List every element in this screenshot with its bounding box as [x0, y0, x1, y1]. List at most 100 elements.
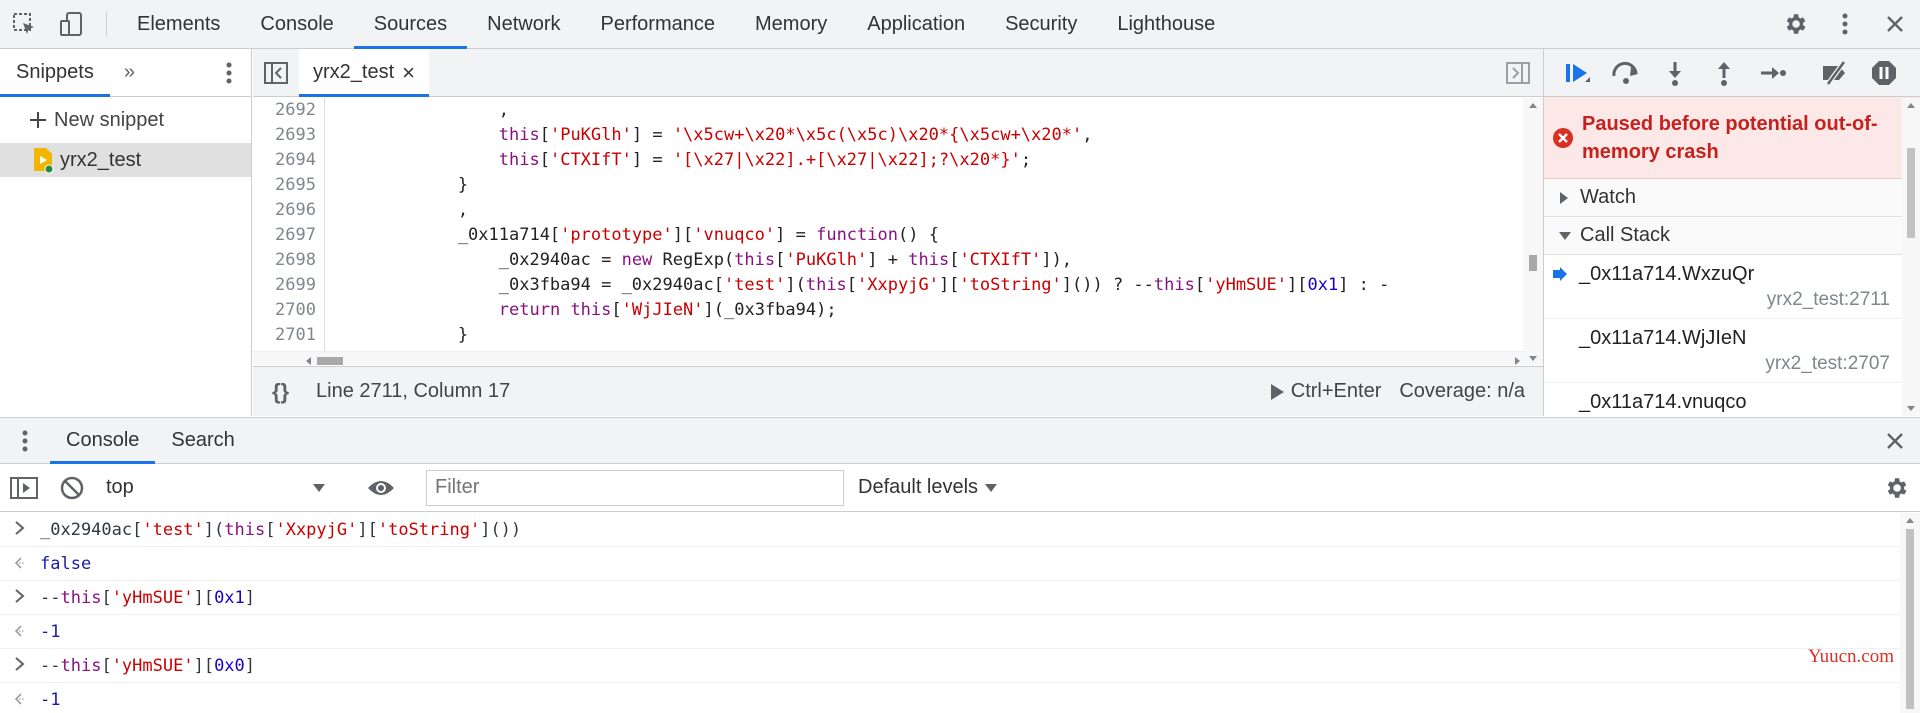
toggle-debugger-icon[interactable]: [1493, 49, 1543, 96]
deactivate-breakpoints-icon[interactable]: [1810, 60, 1859, 85]
line-number[interactable]: 2702: [253, 348, 325, 351]
paused-message: Paused before potential out-of-memory cr…: [1582, 112, 1878, 163]
line-number[interactable]: 2694: [253, 148, 325, 173]
editor-file-tab[interactable]: yrx2_test ×: [299, 49, 430, 97]
code-line[interactable]: 2702: [253, 348, 1543, 351]
code-line[interactable]: 2695 }: [253, 173, 1543, 198]
console-input-line[interactable]: --this['yHmSUE'][0x1]: [0, 581, 1900, 615]
new-snippet-button[interactable]: New snippet: [0, 97, 251, 143]
tab-snippets[interactable]: Snippets: [0, 49, 110, 97]
tab-network[interactable]: Network: [487, 12, 561, 35]
line-number[interactable]: 2701: [253, 323, 325, 348]
step-into-icon[interactable]: [1650, 60, 1699, 86]
drawer-tab-search[interactable]: Search: [171, 429, 235, 451]
code-line[interactable]: 2699 _0x3fba94 = _0x2940ac['test'](this[…: [253, 273, 1543, 298]
toolbar-divider: [106, 12, 107, 36]
line-number[interactable]: 2695: [253, 173, 325, 198]
navigator-menu-icon[interactable]: [225, 49, 251, 96]
close-tab-icon[interactable]: ×: [402, 59, 416, 85]
console-filter-input[interactable]: [426, 469, 844, 506]
devtools-tab-bar: Elements Console Sources Network Performance…: [0, 0, 1920, 49]
console-messages[interactable]: _0x2940ac['test'](this['XxpyjG']['toStri…: [0, 513, 1900, 713]
code-line[interactable]: 2700 return this['WjJIeN'](_0x3fba94);: [253, 298, 1543, 323]
code-lines[interactable]: 2692 ,2693 this['PuKGlh'] = '\x5cw+\x20*…: [253, 98, 1543, 351]
frame-function-name: _0x11a714.WjJIeN: [1579, 327, 1747, 349]
code-line[interactable]: 2694 this['CTXIfT'] = '[\x27|\x22].+[\x2…: [253, 148, 1543, 173]
tab-console[interactable]: Console: [260, 12, 334, 35]
code-line[interactable]: 2698 _0x2940ac = new RegExp(this['PuKGlh…: [253, 248, 1543, 273]
code-line[interactable]: 2692 ,: [253, 98, 1543, 123]
console-result-line[interactable]: -1: [0, 683, 1900, 713]
editor-vertical-scrollbar[interactable]: [1523, 98, 1543, 365]
prompt-chevron-icon: [0, 520, 40, 539]
console-text: -1: [40, 689, 61, 710]
line-number[interactable]: 2700: [253, 298, 325, 323]
tab-sources[interactable]: Sources: [353, 0, 468, 49]
console-result-line[interactable]: false: [0, 547, 1900, 581]
console-scrollbar[interactable]: [1900, 513, 1920, 713]
line-number[interactable]: 2692: [253, 98, 325, 123]
error-icon: [1553, 127, 1573, 148]
call-stack-pane-header[interactable]: Call Stack: [1544, 217, 1920, 255]
line-number[interactable]: 2696: [253, 198, 325, 223]
device-toolbar-icon[interactable]: [48, 0, 96, 48]
console-input-line[interactable]: --this['yHmSUE'][0x0]: [0, 649, 1900, 683]
tab-memory[interactable]: Memory: [755, 12, 828, 35]
line-number[interactable]: 2698: [253, 248, 325, 273]
clear-console-icon[interactable]: [48, 475, 96, 501]
chevron-down-icon: [1559, 231, 1571, 240]
toggle-navigator-icon[interactable]: [253, 49, 299, 96]
show-console-sidebar-icon[interactable]: [0, 476, 48, 500]
console-settings-gear-icon[interactable]: [1872, 475, 1920, 501]
close-drawer-icon[interactable]: [1870, 418, 1920, 463]
frame-function-name: _0x11a714.vnuqco: [1579, 391, 1747, 413]
drawer-tab-console[interactable]: Console: [50, 418, 156, 464]
code-line[interactable]: 2701 }: [253, 323, 1543, 348]
watch-pane-header[interactable]: Watch: [1544, 179, 1920, 217]
call-frame[interactable]: _0x11a714.vnuqco: [1544, 383, 1920, 416]
editor-horizontal-scrollbar[interactable]: [253, 351, 1523, 365]
close-devtools-icon[interactable]: [1870, 14, 1920, 34]
drawer-menu-icon[interactable]: [0, 418, 50, 463]
frame-location-link[interactable]: yrx2_test:2707: [1765, 353, 1890, 374]
tab-performance[interactable]: Performance: [600, 12, 716, 35]
line-number[interactable]: 2693: [253, 123, 325, 148]
line-source: this['PuKGlh'] = '\x5cw+\x20*\x5c(\x5c)\…: [498, 125, 1093, 145]
line-source: _0x11a714['prototype']['vnuqco'] = funct…: [335, 225, 939, 245]
panel-tabs: Elements Console Sources Network Performance…: [117, 0, 1235, 49]
live-expression-eye-icon[interactable]: [357, 478, 405, 498]
step-out-icon[interactable]: [1699, 60, 1748, 86]
context-selector[interactable]: top: [96, 470, 336, 506]
resume-icon[interactable]: [1552, 60, 1601, 86]
snippet-item-yrx2-test[interactable]: yrx2_test: [0, 143, 251, 177]
line-source: }: [335, 175, 469, 195]
code-editor-pane: yrx2_test × 2692 ,2693 this['PuKGlh'] = …: [253, 49, 1543, 416]
step-icon[interactable]: [1748, 63, 1797, 83]
inspect-element-icon[interactable]: [0, 0, 48, 48]
console-text: -1: [40, 621, 61, 642]
settings-gear-icon[interactable]: [1770, 11, 1820, 37]
console-input-line[interactable]: _0x2940ac['test'](this['XxpyjG']['toStri…: [0, 513, 1900, 547]
tab-elements[interactable]: Elements: [137, 12, 221, 35]
line-number[interactable]: 2697: [253, 223, 325, 248]
sidebar-scrollbar[interactable]: [1902, 98, 1920, 416]
more-options-icon[interactable]: [1820, 12, 1870, 36]
pretty-print-icon[interactable]: {}: [271, 378, 290, 404]
line-number[interactable]: 2699: [253, 273, 325, 298]
more-tabs-icon[interactable]: »: [123, 61, 135, 83]
tab-security[interactable]: Security: [1005, 12, 1078, 35]
log-levels-dropdown[interactable]: Default levels: [844, 476, 1012, 499]
pause-on-exceptions-icon[interactable]: [1859, 60, 1908, 86]
step-over-icon[interactable]: [1601, 61, 1650, 85]
tab-lighthouse[interactable]: Lighthouse: [1117, 12, 1216, 35]
tab-application[interactable]: Application: [867, 12, 966, 35]
code-line[interactable]: 2693 this['PuKGlh'] = '\x5cw+\x20*\x5c(\…: [253, 123, 1543, 148]
console-drawer: Console Search top Default levels: [0, 417, 1920, 713]
run-snippet-button[interactable]: Ctrl+Enter: [1269, 380, 1381, 403]
console-result-line[interactable]: -1: [0, 615, 1900, 649]
code-line[interactable]: 2696 ,: [253, 198, 1543, 223]
code-line[interactable]: 2697 _0x11a714['prototype']['vnuqco'] = …: [253, 223, 1543, 248]
frame-location-link[interactable]: yrx2_test:2711: [1766, 289, 1890, 310]
call-frame[interactable]: _0x11a714.WjJIeN yrx2_test:2707: [1544, 319, 1920, 383]
